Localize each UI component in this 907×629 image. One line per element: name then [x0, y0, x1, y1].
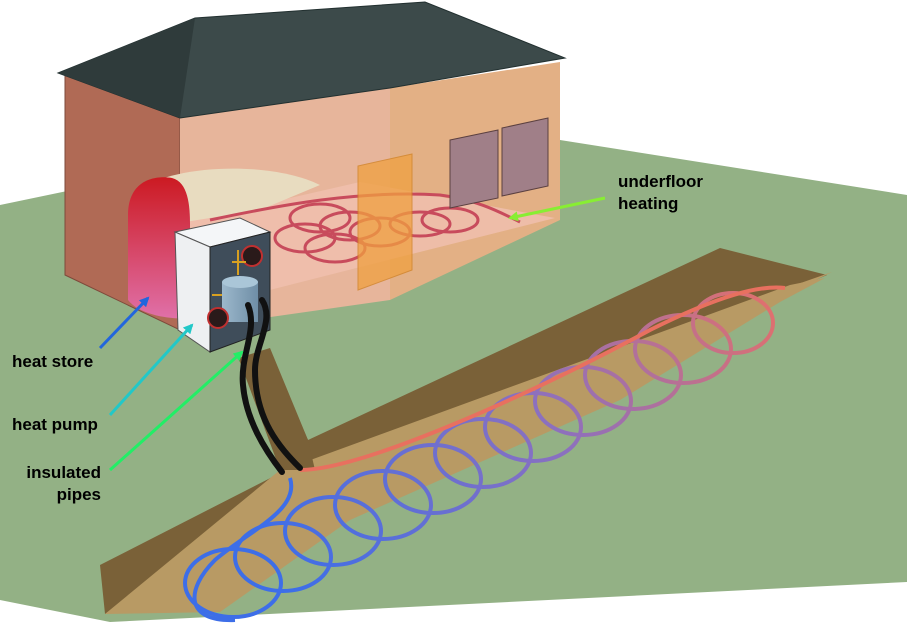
- heat-store: [128, 177, 190, 319]
- label-heat-store: heat store: [12, 352, 93, 371]
- arrow-insulated-pipes: [109, 350, 244, 472]
- ground-loop-return-cool: [192, 477, 294, 623]
- windows: [449, 117, 549, 209]
- arrow-heat-store: [98, 296, 150, 350]
- label-insulated-line2: pipes: [57, 485, 101, 504]
- label-heat-pump: heat pump: [12, 415, 98, 434]
- insulated-pipes: [239, 297, 303, 475]
- roof-ridge: [58, 18, 195, 118]
- arrow-heat-pump: [108, 323, 194, 417]
- label-underfloor-line1: underfloor: [618, 172, 703, 191]
- arrow-underfloor: [508, 196, 606, 222]
- insulation-panel: [357, 153, 413, 291]
- compressor-top: [241, 245, 263, 267]
- heat-pump-unit: [173, 217, 272, 353]
- label-insulated-line1: insulated: [26, 463, 101, 482]
- compressor-bottom: [207, 307, 229, 329]
- ground-loop-return-warm: [299, 285, 786, 472]
- label-underfloor-line2: heating: [618, 194, 678, 213]
